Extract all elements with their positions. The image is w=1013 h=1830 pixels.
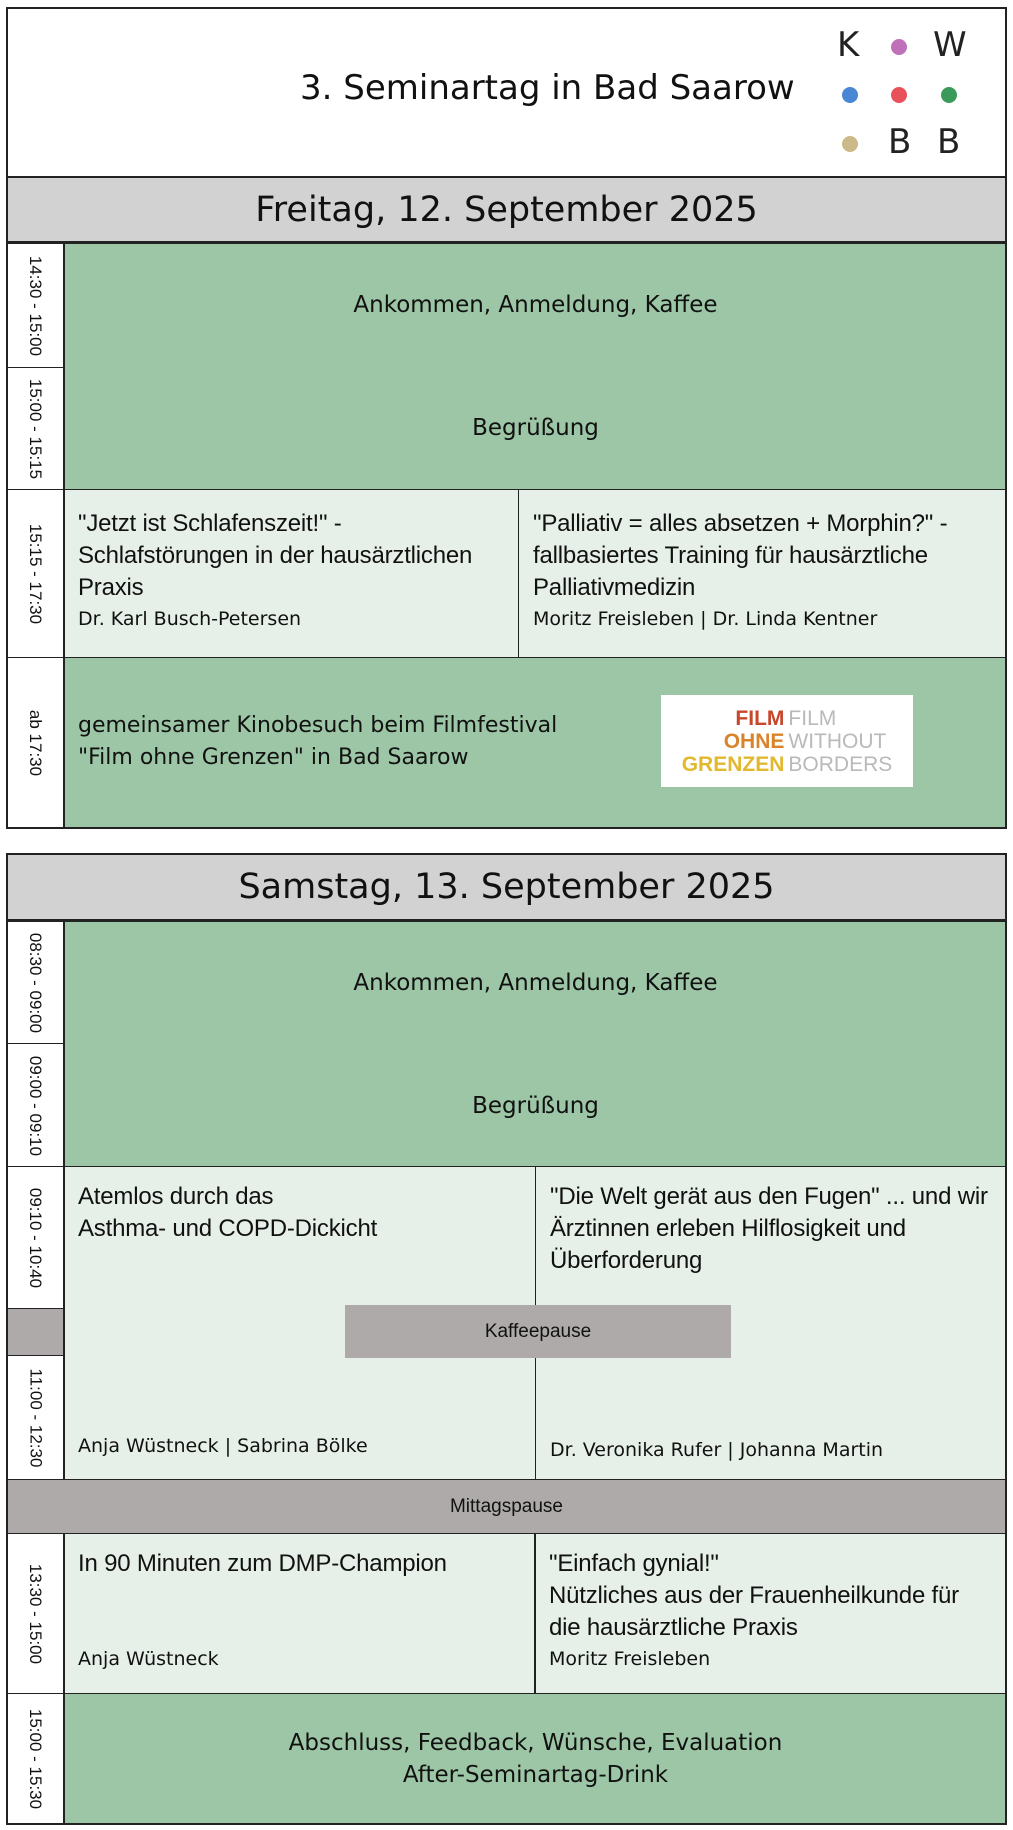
talk-title-line: fallbasiertes Training für hausärztliche <box>533 542 928 569</box>
logo-dot-green <box>941 87 957 103</box>
talk-title-line: Asthma- und COPD-Dickicht <box>78 1215 378 1242</box>
day-header-friday: Freitag, 12. September 2025 <box>6 176 1007 243</box>
talk-speakers: Dr. Veronika Rufer | Johanna Martin <box>550 1439 884 1461</box>
time-slot-break <box>6 1308 64 1356</box>
cinema-line: "Film ohne Grenzen" in Bad Saarow <box>78 745 469 770</box>
divider <box>1005 242 1007 829</box>
coffee-break: Kaffeepause <box>345 1305 731 1358</box>
time-slot: 14:30 - 15:00 <box>26 255 46 356</box>
friday-arrival: Ankommen, Anmeldung, Kaffee <box>353 292 718 318</box>
closing-line: After-Seminartag-Drink <box>402 1762 669 1788</box>
saturday-welcome: Begrüßung <box>472 1093 599 1119</box>
talk-title-line: "Die Welt gerät aus den Fugen" ... und w… <box>550 1183 988 1210</box>
friday-plenary-block <box>64 243 1007 490</box>
divider <box>6 1479 1007 1480</box>
talk-title-line: Palliativmedizin <box>533 574 696 601</box>
header-box <box>6 7 1007 177</box>
divider <box>6 1166 1007 1167</box>
logo-word: OHNE <box>723 729 785 753</box>
divider <box>6 242 8 829</box>
divider <box>6 1355 64 1356</box>
divider <box>1005 920 1007 1825</box>
divider <box>6 827 1007 829</box>
saturday-workshop-left: Atemlos durch das Asthma- und COPD-Dicki… <box>64 1167 536 1480</box>
saturday-plenary-block <box>64 921 1007 1167</box>
divider <box>6 242 1007 244</box>
talk-title-line: Überforderung <box>550 1247 703 1274</box>
talk-title-line: "Einfach gynial!" <box>549 1550 719 1577</box>
closing-line: Abschluss, Feedback, Wünsche, Evaluation <box>288 1730 783 1756</box>
cinema-line: gemeinsamer Kinobesuch beim Filmfestival <box>78 713 558 738</box>
saturday-workshop-right: "Die Welt gerät aus den Fugen" ... und w… <box>536 1167 1007 1480</box>
logo-dot-blue <box>842 87 858 103</box>
talk-speakers: Anja Wüstneck | Sabrina Bölke <box>78 1435 368 1457</box>
logo-word: FILM <box>735 706 785 730</box>
talk-title-line: In 90 Minuten zum DMP-Champion <box>78 1550 447 1577</box>
divider <box>6 1693 1007 1694</box>
talk-speakers: Anja Wüstneck <box>78 1648 219 1670</box>
saturday-closing-block: Abschluss, Feedback, Wünsche, Evaluation… <box>64 1694 1007 1824</box>
divider <box>6 657 1007 658</box>
divider <box>6 489 1007 490</box>
talk-title-line: die hausärztliche Praxis <box>549 1614 798 1641</box>
divider <box>63 1534 65 1824</box>
logo-dot-tan <box>842 136 858 152</box>
divider <box>6 920 8 1825</box>
day-header-saturday: Samstag, 13. September 2025 <box>6 853 1007 921</box>
divider <box>6 367 64 368</box>
friday-talk-right: "Palliativ = alles absetzen + Morphin?" … <box>519 490 1007 658</box>
friday-welcome: Begrüßung <box>472 415 599 441</box>
logo-word: GRENZEN <box>681 752 785 776</box>
page-title: 3. Seminartag in Bad Saarow <box>300 68 795 108</box>
divider <box>63 920 65 1480</box>
time-slot: 15:00 - 15:15 <box>26 378 46 480</box>
time-slot: 08:30 - 09:00 <box>26 932 46 1033</box>
logo-letter-w: W <box>933 25 967 65</box>
talk-speakers: Moritz Freisleben | Dr. Linda Kentner <box>533 608 878 630</box>
lunch-break: Mittagspause <box>6 1480 1007 1534</box>
logo-letter-b2: B <box>937 122 961 162</box>
talk-title-line: Schlafstörungen in der hausärztlichen <box>78 542 473 569</box>
time-slot: 13:30 - 15:00 <box>26 1563 46 1665</box>
time-slot: ab 17:30 <box>26 709 45 777</box>
talk-title-line: Nützliches aus der Frauenheilkunde für <box>549 1582 959 1609</box>
time-slot: 11:00 - 12:30 <box>26 1368 45 1468</box>
talk-speakers: Dr. Karl Busch-Petersen <box>78 608 302 630</box>
time-slot: 09:00 - 09:10 <box>26 1055 46 1156</box>
divider <box>534 1534 536 1694</box>
time-slot: 15:15 - 17:30 <box>26 523 46 625</box>
talk-title-line: Praxis <box>78 574 144 601</box>
film-ohne-grenzen-logo: FILM OHNE GRENZEN FILM WITHOUT BORDERS <box>661 695 913 787</box>
time-slot: 15:00 - 15:30 <box>26 1708 46 1810</box>
talk-title-line: Atemlos durch das <box>78 1183 274 1210</box>
saturday-talk-left: In 90 Minuten zum DMP-Champion Anja Wüst… <box>64 1534 535 1694</box>
divider <box>63 242 65 829</box>
kwbb-logo: K W B B <box>830 25 990 165</box>
divider <box>6 920 1007 922</box>
talk-title-line: Ärztinnen erleben Hilflosigkeit und <box>550 1215 906 1242</box>
talk-title-line: "Palliativ = alles absetzen + Morphin?" … <box>533 510 948 537</box>
logo-dot-purple <box>891 39 907 55</box>
friday-talk-left: "Jetzt ist Schlafenszeit!" - Schlafstöru… <box>64 490 519 658</box>
talk-title-line: "Jetzt ist Schlafenszeit!" - <box>78 510 342 537</box>
saturday-talk-right: "Einfach gynial!" Nützliches aus der Fra… <box>535 1534 1007 1694</box>
logo-word: FILM <box>788 706 837 730</box>
divider <box>518 490 519 658</box>
logo-word: WITHOUT <box>788 729 887 753</box>
divider <box>6 1043 64 1044</box>
logo-word: BORDERS <box>788 752 893 776</box>
talk-speakers: Moritz Freisleben <box>549 1648 711 1670</box>
logo-dot-red <box>891 87 907 103</box>
logo-letter-k: K <box>837 25 860 65</box>
friday-cinema-block: gemeinsamer Kinobesuch beim Filmfestival… <box>64 658 1007 828</box>
divider <box>6 1823 1007 1825</box>
saturday-arrival: Ankommen, Anmeldung, Kaffee <box>353 970 718 996</box>
time-slot: 09:10 - 10:40 <box>26 1187 46 1288</box>
logo-letter-b1: B <box>888 122 912 162</box>
divider <box>6 1533 1007 1534</box>
divider <box>6 1308 64 1309</box>
